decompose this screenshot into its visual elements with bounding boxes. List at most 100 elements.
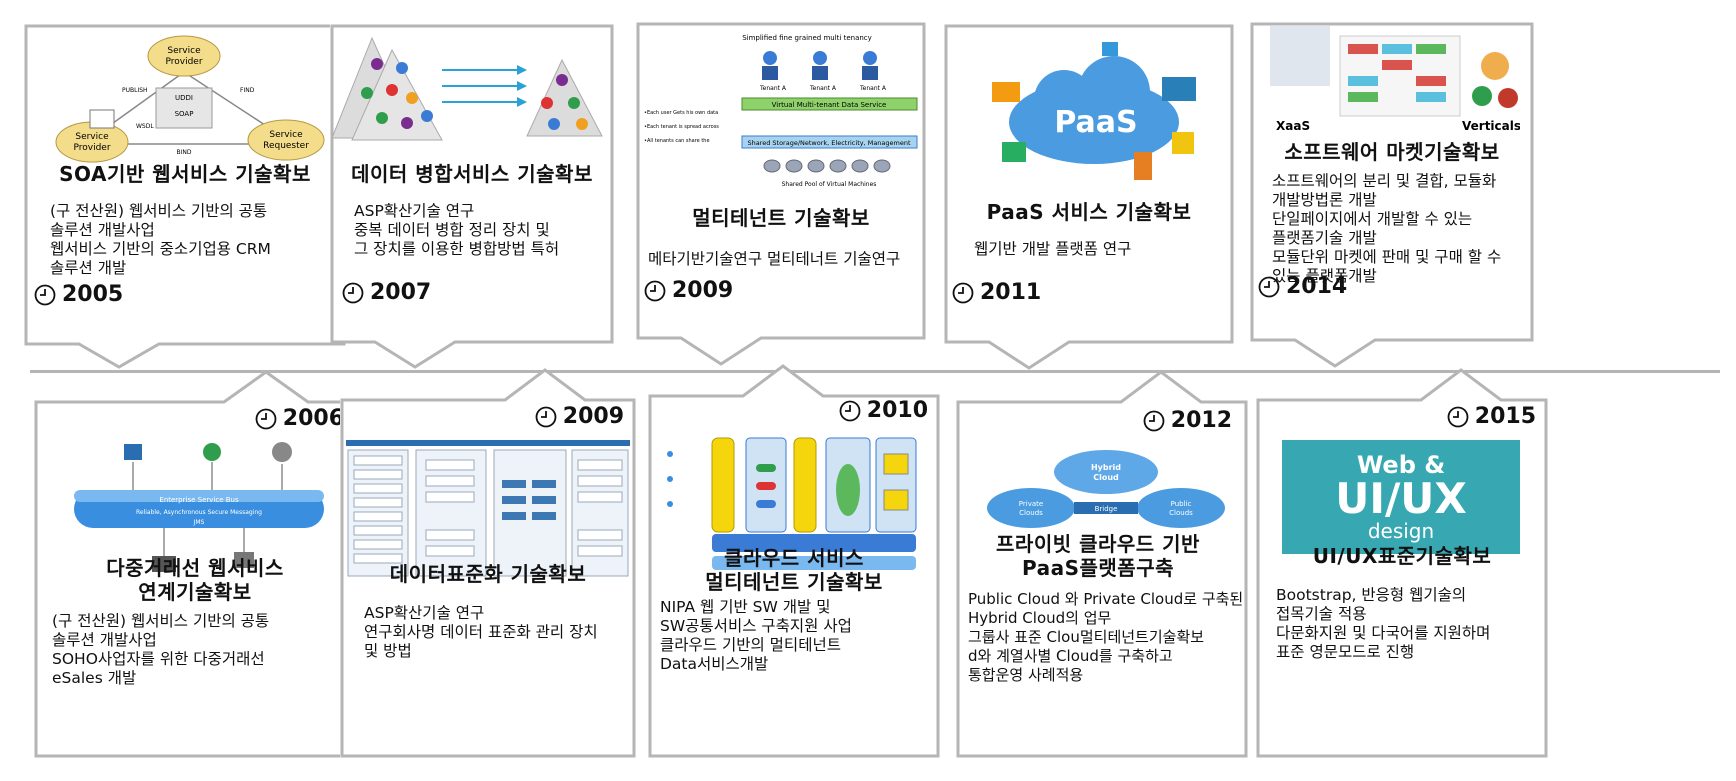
card-year: 2007 [342,280,431,306]
milestone-card-2009-bottom: 2009 데이터표준화 기술확보 ASP확산기술 연구 연구회사명 데이터 표준… [340,368,636,758]
card-title: PaaS 서비스 기술확보 [986,200,1192,224]
svg-text:Provider: Provider [165,57,202,67]
svg-text:PUBLISH: PUBLISH [122,87,148,94]
svg-text:Private: Private [1019,500,1043,508]
milestone-card-2009-top: Simplified fine grained multi tenancy Te… [636,22,926,366]
soa-diagram-image: Service Provider Service Provider Servic… [44,32,329,172]
clock-icon [342,282,364,304]
svg-text:SOAP: SOAP [175,110,194,118]
svg-text:Service: Service [269,130,303,140]
svg-text:•Each tenant is spread across: •Each tenant is spread across [644,124,719,130]
paas-cloud-label: PaaS [1054,105,1137,140]
card-title: SOA기반 웹서비스 기술확보 [59,162,311,186]
card-description: ASP확산기술 연구 연구회사명 데이터 표준화 관리 장치 및 방법 [364,604,598,660]
clock-icon [1143,410,1165,432]
card-title: 프라이빗 클라우드 기반 PaaS플랫폼구축 [996,532,1200,580]
svg-text:Shared Storage/Network, Electr: Shared Storage/Network, Electricity, Man… [747,139,911,147]
hybrid-cloud-image: Hybrid Cloud Private Clouds Public Cloud… [986,444,1226,534]
milestone-card-2010: 2010 클라우드 서비스 멀티테넌트 기술확보 NIPA 웹 기반 SW 개발… [648,364,940,758]
soa-provider-label: Service [167,46,201,56]
clock-icon [1258,276,1280,298]
card-year: 2009 [644,278,733,304]
clock-icon [535,406,557,428]
svg-text:JMS: JMS [193,519,205,526]
enterprise-service-bus-image: Enterprise Service Bus Reliable, Asynchr… [64,436,334,586]
svg-text:•All tenants can share the: •All tenants can share the [644,138,710,144]
card-description: (구 전산원) 웹서비스 기반의 공통 솔루션 개발사업 웹서비스 기반의 중소… [50,202,271,277]
card-description: Public Cloud 와 Private Cloud로 구축된 Hybrid… [968,590,1244,684]
svg-text:Requester: Requester [263,141,309,151]
data-standardization-diagram-image [346,440,630,580]
card-title: 클라우드 서비스 멀티테넌트 기술확보 [705,546,883,594]
svg-text:WSDL: WSDL [136,123,154,130]
milestone-card-2014: XaaS Verticals 소프트웨어 마켓기술확보 소프트웨어의 분리 및 … [1250,22,1534,368]
card-year: 2015 [1447,404,1536,430]
svg-text:Provider: Provider [73,143,110,153]
svg-text:UDDI: UDDI [175,94,193,102]
svg-text:Tenant A: Tenant A [759,85,787,92]
data-merge-diagram-image [332,28,612,148]
svg-text:Tenant A: Tenant A [809,85,837,92]
svg-text:Clouds: Clouds [1169,509,1193,517]
card-description: 소프트웨어의 분리 및 결합, 모듈화 개발방법론 개발 단일페이지에서 개발할… [1272,172,1502,285]
svg-text:Cloud: Cloud [1093,473,1119,482]
card-title: UI/UX표준기술확보 [1312,544,1492,568]
milestone-card-2011: PaaS PaaS 서비스 기술확보 웹기반 개발 플랫폼 연구 2011 [944,24,1234,370]
svg-text:XaaS: XaaS [1276,119,1310,133]
svg-text:Tenant A: Tenant A [859,85,887,92]
card-year: 2010 [839,398,928,424]
clock-icon [1447,406,1469,428]
card-description: 메타기반기술연구 멀티테너트 기술연구 [648,250,901,268]
card-description: 웹기반 개발 플랫폼 연구 [974,240,1132,258]
card-frame [1250,22,1534,368]
paas-cloud-image: PaaS [984,32,1204,192]
cloud-multitenant-architecture-image [660,434,932,574]
card-title: 데이터표준화 기술확보 [389,562,587,586]
svg-text:Simplified fine grained multi: Simplified fine grained multi tenancy [742,34,872,42]
clock-icon [952,282,974,304]
milestone-card-2005: Service Provider Service Provider Servic… [24,24,346,369]
card-description: (구 전산원) 웹서비스 기반의 공통 솔루션 개발사업 SOHO사업자를 위한… [52,612,270,687]
web-uiux-design-image: Web & UI/UX design [1282,440,1520,554]
multitenancy-diagram-image: Simplified fine grained multi tenancy Te… [642,28,922,198]
card-year: 2012 [1143,408,1232,434]
card-year: 2009 [535,404,624,430]
svg-text:Bridge: Bridge [1095,505,1118,513]
clock-icon [34,284,56,306]
svg-text:Reliable, Asynchronous Secure: Reliable, Asynchronous Secure Messaging [136,509,262,516]
clock-icon [644,280,666,302]
clock-icon [255,408,277,430]
milestone-card-2007: 데이터 병합서비스 기술확보 ASP확산기술 연구 중복 데이터 병합 정리 장… [330,24,614,369]
svg-text:Virtual Multi-tenant Data Serv: Virtual Multi-tenant Data Service [772,101,887,109]
card-description: NIPA 웹 기반 SW 개발 및 SW공통서비스 구축지원 사업 클라우드 기… [660,598,852,673]
card-title: 멀티테넌트 기술확보 [692,206,870,230]
svg-text:Hybrid: Hybrid [1091,463,1121,472]
card-description: Bootstrap, 반응형 웹기술의 접목기술 적용 다문화지원 및 다국어를… [1276,586,1491,661]
card-title: 다중거래선 웹서비스 연계기술확보 [106,556,284,604]
card-description: ASP확산기술 연구 중복 데이터 병합 정리 장치 및 그 장치를 이용한 병… [354,202,560,258]
svg-text:Service: Service [75,132,109,142]
svg-text:BIND: BIND [177,149,192,156]
svg-text:•Each user Gets his own data: •Each user Gets his own data [644,110,718,116]
svg-text:Clouds: Clouds [1019,509,1043,517]
card-title: 데이터 병합서비스 기술확보 [351,162,593,186]
uiux-banner: Web & UI/UX design [1282,440,1520,554]
card-year: 2005 [34,282,123,308]
card-frame [34,370,356,758]
svg-text:Public: Public [1171,500,1192,508]
card-year: 2014 [1258,274,1347,300]
card-year: 2011 [952,280,1041,306]
card-title: 소프트웨어 마켓기술확보 [1284,140,1500,164]
milestone-card-2015: 2015 Web & UI/UX design UI/UX표준기술확보 Boot… [1256,368,1548,758]
svg-text:Shared Pool of Virtual Machine: Shared Pool of Virtual Machines [782,181,877,188]
card-year: 2006 [255,406,344,432]
milestone-card-2012: 2012 Hybrid Cloud Private Clouds Public … [956,370,1248,758]
clock-icon [839,400,861,422]
svg-text:Verticals: Verticals [1462,119,1520,133]
card-frame [956,370,1248,758]
svg-text:FIND: FIND [240,87,255,94]
timeline-line [30,370,1720,373]
software-market-image: XaaS Verticals [1270,26,1520,136]
milestone-card-2006: 2006 Enterprise Service Bus Reliable, As… [34,370,356,758]
svg-text:Enterprise Service Bus: Enterprise Service Bus [159,496,239,504]
